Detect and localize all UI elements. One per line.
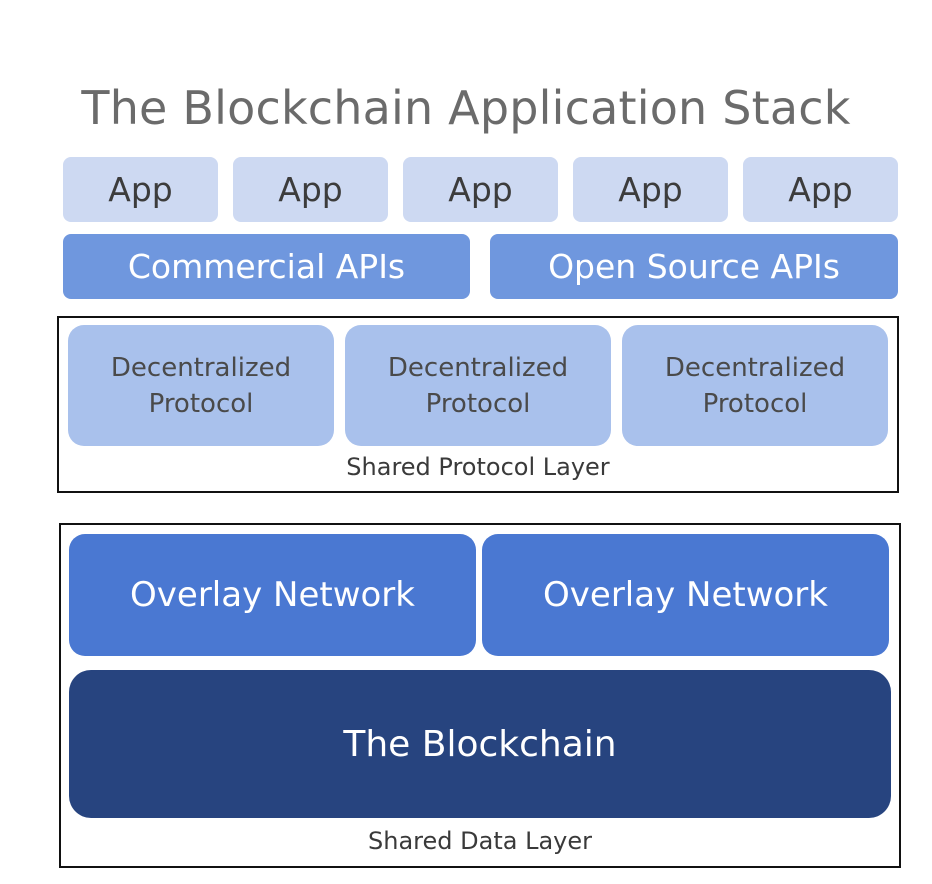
- shared-data-layer-label: Shared Data Layer: [368, 827, 592, 855]
- app-box-5: App: [743, 157, 898, 222]
- app-box-4: App: [573, 157, 728, 222]
- protocol-line2: Protocol: [702, 388, 808, 419]
- decentralized-protocol-box-3: Decentralized Protocol: [622, 325, 888, 446]
- protocol-line1: Decentralized: [387, 352, 569, 383]
- protocol-line2: Protocol: [148, 388, 254, 419]
- blockchain-box: The Blockchain: [69, 670, 891, 818]
- app-box-2: App: [233, 157, 388, 222]
- commercial-apis-box: Commercial APIs: [63, 234, 470, 299]
- decentralized-protocol-box-2: Decentralized Protocol: [345, 325, 611, 446]
- shared-protocol-layer-label: Shared Protocol Layer: [346, 453, 610, 481]
- decentralized-protocol-box-1: Decentralized Protocol: [68, 325, 334, 446]
- protocol-line1: Decentralized: [110, 352, 292, 383]
- overlay-network-box-1: Overlay Network: [69, 534, 476, 656]
- protocol-line2: Protocol: [425, 388, 531, 419]
- diagram-title: The Blockchain Application Stack: [81, 81, 851, 135]
- overlay-network-box-2: Overlay Network: [482, 534, 889, 656]
- open-source-apis-box: Open Source APIs: [490, 234, 898, 299]
- app-box-1: App: [63, 157, 218, 222]
- app-box-3: App: [403, 157, 558, 222]
- protocol-line1: Decentralized: [664, 352, 846, 383]
